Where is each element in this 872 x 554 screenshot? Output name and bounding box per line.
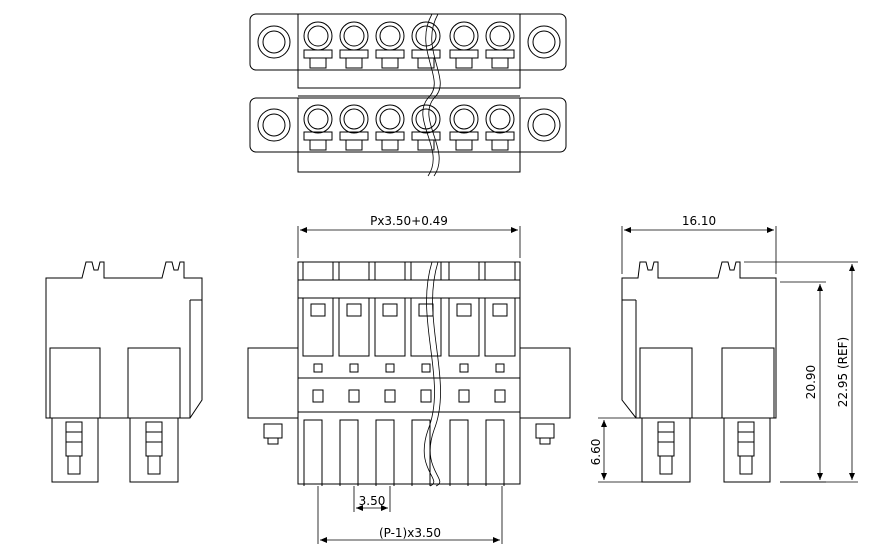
test-hole	[459, 363, 469, 373]
screw-window	[420, 389, 432, 403]
dim-pitch-span: (P-1)x3.50	[317, 486, 503, 544]
wire-slot-window	[492, 303, 508, 317]
wire-slot	[338, 297, 370, 357]
latch-tab	[381, 139, 399, 151]
wire-entry-hole	[379, 108, 401, 130]
front-view	[247, 261, 571, 487]
wire-slot-window	[346, 303, 362, 317]
latch-tab	[309, 57, 327, 69]
dim-height-label: 20.90	[804, 365, 818, 399]
wire-entry-hole	[489, 25, 511, 47]
wire-slot	[410, 297, 442, 357]
dim-overall-width-label: Px3.50+0.49	[370, 214, 448, 228]
dim-pin-length: 6.60	[589, 417, 642, 483]
latch-tab	[381, 57, 399, 69]
release-button	[302, 261, 334, 281]
latch-tab	[455, 57, 473, 69]
contact-slot	[375, 419, 395, 486]
left-side-view	[45, 261, 203, 483]
release-button	[374, 261, 406, 281]
latch-tab	[345, 57, 363, 69]
wire-entry-hole	[453, 25, 475, 47]
dim-pin-length-label: 6.60	[589, 439, 603, 466]
wire-entry-hole	[303, 104, 333, 134]
latch-tab	[345, 139, 363, 151]
latch-tab	[375, 49, 405, 59]
latch-tab	[417, 139, 435, 151]
dim-height-ref-label: 22.95 (REF)	[836, 337, 850, 407]
test-hole	[495, 363, 505, 373]
wire-slot	[484, 297, 516, 357]
contact-slot	[485, 419, 505, 486]
contact-slot	[339, 419, 359, 486]
dim-pitch: 3.50	[353, 486, 391, 512]
screw-window	[384, 389, 396, 403]
wire-entry-hole	[449, 104, 479, 134]
wire-entry-hole	[343, 108, 365, 130]
screw-window	[458, 389, 470, 403]
latch-tab	[303, 49, 333, 59]
test-hole	[313, 363, 323, 373]
screw-window	[494, 389, 506, 403]
latch-tab	[491, 139, 509, 151]
wire-entry-hole	[339, 104, 369, 134]
contact-slot	[411, 419, 431, 486]
wire-slot-window	[418, 303, 434, 317]
wire-slot-window	[382, 303, 398, 317]
wire-entry-hole	[489, 108, 511, 130]
wire-slot	[374, 297, 406, 357]
dim-overall-width: Px3.50+0.49	[297, 214, 521, 258]
test-hole	[349, 363, 359, 373]
wire-slot	[302, 297, 334, 357]
latch-tab	[417, 57, 435, 69]
dim-pitch-span-label: (P-1)x3.50	[379, 526, 441, 540]
release-button	[338, 261, 370, 281]
dim-height: 20.90	[780, 281, 826, 483]
screw-window	[348, 389, 360, 403]
wire-entry-hole	[411, 104, 441, 134]
wire-entry-hole	[485, 104, 515, 134]
dim-side-width: 16.10	[621, 214, 777, 274]
contact-slot	[449, 419, 469, 486]
wire-slot	[448, 297, 480, 357]
latch-tab	[491, 57, 509, 69]
wire-entry-hole	[379, 25, 401, 47]
wire-entry-hole	[453, 108, 475, 130]
wire-entry-hole	[415, 108, 437, 130]
dim-side-width-label: 16.10	[682, 214, 716, 228]
latch-tab	[449, 49, 479, 59]
latch-tab	[455, 139, 473, 151]
wire-entry-hole	[375, 104, 405, 134]
latch-tab	[485, 49, 515, 59]
latch-tab	[309, 139, 327, 151]
test-hole	[421, 363, 431, 373]
wire-entry-hole	[343, 25, 365, 47]
wire-slot-window	[310, 303, 326, 317]
release-button	[448, 261, 480, 281]
wire-entry-hole	[307, 25, 329, 47]
contact-slot	[303, 419, 323, 486]
latch-tab	[339, 49, 369, 59]
release-button	[484, 261, 516, 281]
dim-pitch-label: 3.50	[359, 494, 386, 508]
dim-height-ref: 22.95 (REF)	[744, 261, 858, 483]
wire-entry-hole	[307, 108, 329, 130]
wire-slot-window	[456, 303, 472, 317]
release-button	[410, 261, 442, 281]
screw-window	[312, 389, 324, 403]
right-side-view	[621, 261, 777, 483]
test-hole	[385, 363, 395, 373]
latch-tab	[411, 49, 441, 59]
top-view	[249, 13, 567, 177]
